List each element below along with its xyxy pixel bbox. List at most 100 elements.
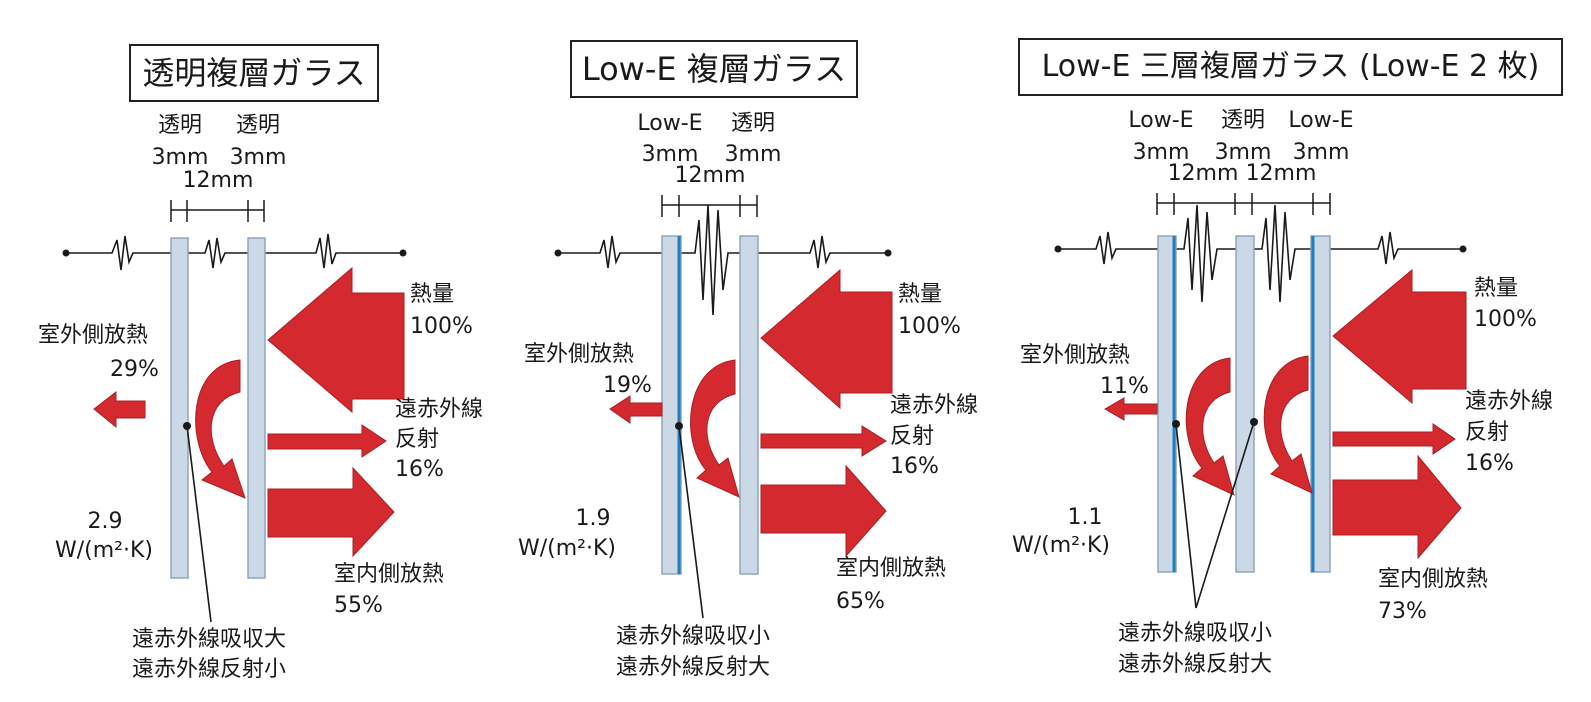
gap-label: 12mm [674,163,746,188]
wave-dot [884,249,892,257]
outdoor-release-arrow [1104,397,1158,421]
pane-label-thickness: 3mm [641,142,699,167]
glass-pane [170,237,189,579]
indoor-release-value: 65% [836,589,885,614]
u-value: 1.1 [1067,505,1103,530]
heat-input-arrow [760,268,893,410]
wave-dot [399,249,407,257]
panel-1-diagram [62,200,407,623]
outdoor-release-value: 11% [1100,374,1149,399]
glass-pane [739,235,759,575]
reflection-value: 16% [890,454,939,479]
reflection-label: 反射 [1465,420,1510,445]
outdoor-release-arrow [93,390,146,429]
panel-title: Low-E 複層ガラス [570,40,858,98]
heat-in-label: 熱量 [410,282,455,307]
note-line: 遠赤外線反射大 [616,655,771,680]
outdoor-release-label: 室外側放熱 [1020,343,1131,368]
pane-label-thickness: 3mm [1214,140,1272,165]
note-pointer-line [678,425,704,619]
indoor-release-label: 室内側放熱 [334,562,445,587]
gap-label: 12mm [182,168,254,193]
u-value-unit: W/(m²·K) [518,536,617,561]
reflection-label: 遠赤外線 [890,393,979,418]
pane-label-name: 透明 [157,113,202,138]
heat-input-arrow [267,266,405,414]
indoor-release-arrow [1332,454,1462,560]
re-emission-arrow [1263,355,1313,494]
pane-label-name: Low-E [1128,108,1194,133]
pane-label-name: 透明 [730,111,775,136]
note-line: 遠赤外線反射小 [132,657,287,682]
pane-label-thickness: 3mm [1292,140,1350,165]
reflection-label: 反射 [395,427,440,452]
outdoor-release-label: 室外側放熱 [524,342,635,367]
re-emission-arrow [195,359,246,499]
u-value-unit: W/(m²·K) [55,538,154,563]
panel-clear-double-glazing: 透明複層ガラス 透明 3mm 透明 3mm 12mm 熱量 100% 室外側放熱… [0,0,520,702]
panel-title: Low-E 三層複層ガラス (Low-E 2 枚) [1018,38,1563,96]
reflection-value: 16% [395,457,444,482]
reflection-label: 遠赤外線 [1465,389,1554,414]
reflection-value: 16% [1465,451,1514,476]
u-value: 2.9 [87,509,123,534]
heat-in-label: 熱量 [898,282,943,307]
pane-label-thickness: 3mm [724,142,782,167]
reflection-label: 遠赤外線 [395,397,484,422]
indoor-release-arrow [760,464,887,558]
outdoor-release-value: 19% [603,373,652,398]
note-line: 遠赤外線吸収大 [132,627,287,652]
outdoor-release-label: 室外側放熱 [38,323,149,348]
outdoor-release-arrow [609,395,663,424]
far-ir-reflection-arrow [267,424,387,458]
glass-pane [1157,235,1177,573]
wave-line [66,233,403,271]
pane-label-thickness: 3mm [1132,140,1190,165]
outdoor-release-value: 29% [110,357,159,382]
gap-label: 12mm [1167,161,1239,186]
pane-label-thickness: 3mm [151,145,209,170]
u-value: 1.9 [575,506,611,531]
wave-dot [62,249,70,257]
pane-label-name: Low-E [637,111,703,136]
indoor-release-arrow [267,466,395,558]
pane-label-thickness: 3mm [229,145,287,170]
note-line: 遠赤外線反射大 [1118,652,1273,677]
indoor-release-value: 55% [334,593,383,618]
indoor-release-value: 73% [1378,599,1427,624]
glass-pane [1310,235,1331,573]
wave-dot [1459,245,1467,253]
u-value-unit: W/(m²·K) [1012,533,1111,558]
note-line: 遠赤外線吸収小 [1118,621,1273,646]
panel-3-diagram [1054,193,1467,609]
panel-2-diagram [554,195,893,619]
note-line: 遠赤外線吸収小 [616,624,771,649]
glass-pane [1235,235,1255,573]
pane-label-name: Low-E [1288,108,1354,133]
wave-line [558,204,888,316]
far-ir-reflection-arrow [760,425,887,457]
wave-dot [554,249,562,257]
wave-dot [1054,245,1062,253]
heat-in-value: 100% [410,314,473,339]
heat-in-value: 100% [1474,307,1537,332]
glass-pane [247,237,266,579]
reflection-label: 反射 [890,424,935,449]
far-ir-reflection-arrow [1332,423,1456,455]
indoor-release-label: 室内側放熱 [836,556,947,581]
re-emission-arrow [1185,357,1235,496]
indoor-release-label: 室内側放熱 [1378,567,1489,592]
gap-label: 12mm [1245,161,1317,186]
note-pointer-line [1195,421,1255,609]
pane-label-name: 透明 [235,113,280,138]
heat-in-label: 熱量 [1474,276,1519,301]
note-pointer-line [186,425,212,623]
panel-lowe-triple-glazing: Low-E 三層複層ガラス (Low-E 2 枚) Low-E 3mm 透明 3… [1000,0,1591,702]
heat-input-arrow [1332,268,1467,405]
note-pointer-line [1175,423,1197,609]
heat-in-value: 100% [898,314,961,339]
re-emission-arrow [690,359,740,498]
pane-label-name: 透明 [1220,108,1265,133]
panel-title: 透明複層ガラス [129,44,379,102]
panel-lowe-double-glazing: Low-E 複層ガラス Low-E 3mm 透明 3mm 12mm 熱量 100… [500,0,1020,702]
